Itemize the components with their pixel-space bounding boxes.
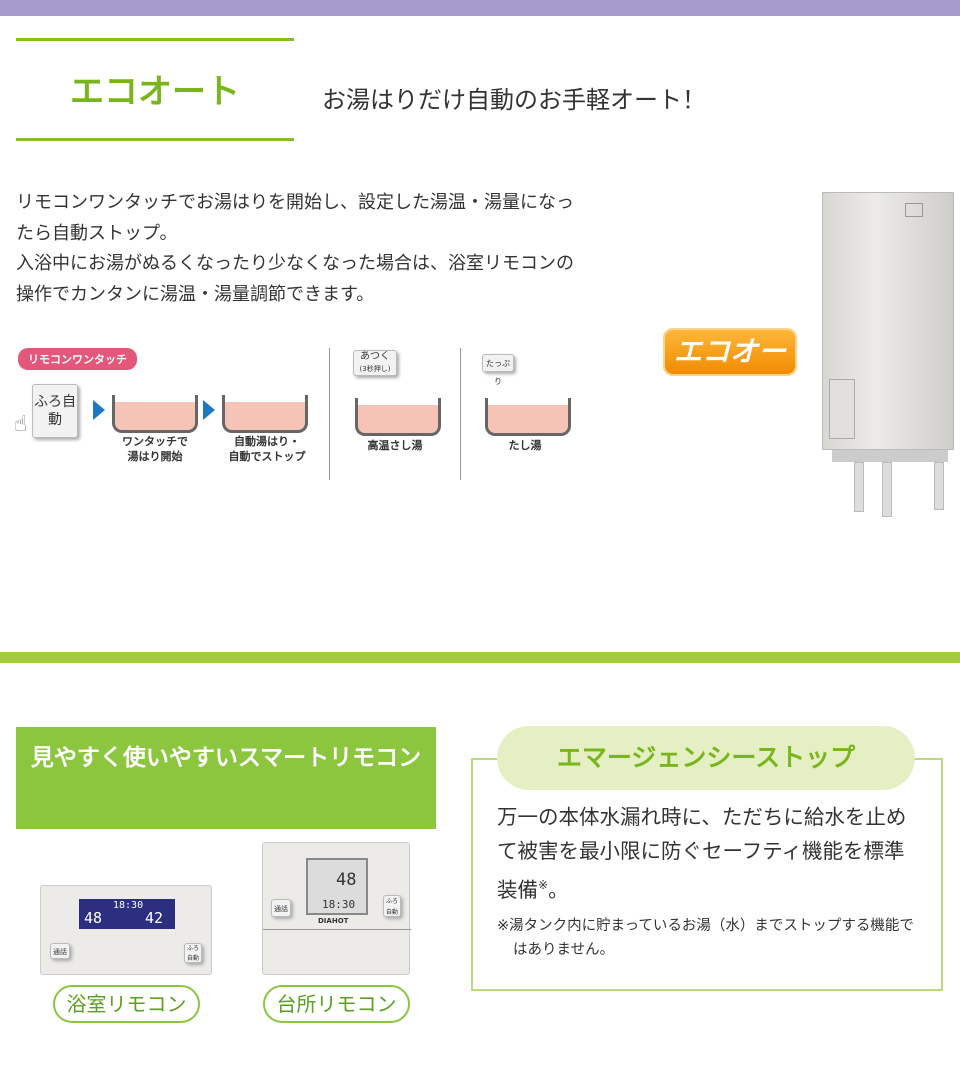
furo-auto-text: ふろ自動 [34, 394, 76, 428]
furo-auto-button-illustration: ふろ自動 [32, 384, 78, 438]
bathtub-icon [112, 395, 198, 433]
heater-panel [905, 203, 923, 217]
heater-access-panel [829, 379, 855, 439]
hot-button-subtext: (3秒押し) [359, 365, 391, 373]
kitchen-remote-label: 台所リモコン [263, 985, 410, 1023]
step-line: 自動でストップ [228, 450, 306, 463]
arrow-right-icon [93, 400, 105, 420]
step-label: 高温さし湯 [367, 439, 423, 452]
bath-auto-button: ふろ自動 [184, 943, 202, 963]
more-button-illustration: たっぷり [482, 354, 514, 386]
divider [460, 348, 461, 480]
emergency-stop-body: 万一の本体水漏れ時に、ただちに給水を止めて被害を最小限に防ぐセーフティ機能を標準… [497, 800, 917, 907]
emergency-body-end: 。 [548, 877, 569, 902]
description-line: 入浴中にお湯がぬるくなったり少なくなった場合は、浴室リモコンの [16, 253, 574, 274]
heater-legs [832, 450, 948, 517]
step-label: ワンタッチで湯はり開始 [105, 434, 205, 464]
hand-icon: ☝ [14, 412, 28, 437]
bathtub-icon [485, 398, 571, 436]
kitchen-brand: DIAHOT [318, 917, 349, 925]
eco-auto-tagline: お湯はりだけ自動のお手軽オート！ [322, 86, 706, 114]
smart-remote-heading: 見やすく使いやすいスマートリモコン [16, 727, 436, 829]
hot-button-text: あつく [360, 351, 390, 362]
kitchen-temp: 48 [336, 870, 357, 890]
bathtub-icon [355, 398, 441, 436]
bath-remote-display: 48 18:30 42 [79, 899, 175, 929]
title-rule-bottom [16, 138, 294, 141]
step-line: 湯はり開始 [127, 450, 183, 463]
description-line: たら自動ストップ。 [16, 222, 178, 244]
hot-button-illustration: あつく (3秒押し) [353, 350, 397, 376]
bath-call-button: 通話 [50, 943, 70, 959]
arrow-right-icon [203, 400, 215, 420]
bath-temp-right: 42 [145, 909, 164, 927]
section-divider [0, 652, 960, 663]
footnote-mark: ※ [538, 878, 549, 892]
eco-auto-badge: エコオート [663, 328, 797, 416]
bath-remote-label: 浴室リモコン [53, 985, 200, 1023]
emergency-body-text: 万一の本体水漏れ時に、ただちに給水を止めて被害を最小限に防ぐセーフティ機能を標準… [497, 805, 907, 902]
top-bar [0, 0, 960, 16]
divider [329, 348, 330, 480]
eco-auto-title: エコオート [70, 72, 240, 112]
description-line: 操作でカンタンに湯温・湯量調節できます。 [16, 283, 375, 305]
bath-temp-left: 48 [84, 909, 103, 927]
kitchen-call-button: 通話 [271, 899, 291, 917]
kitchen-auto-button: ふろ自動 [383, 895, 401, 917]
bath-time: 18:30 [113, 900, 144, 911]
kitchen-remote-image: 48 18:30 DIAHOT 通話 ふろ自動 [262, 842, 411, 975]
step-label: 自動湯はり・自動でストップ [212, 434, 322, 464]
bathtub-icon [222, 395, 308, 433]
eco-auto-description: リモコンワンタッチでお湯はりを開始し、設定した湯温・湯量になっ たら自動ストップ… [16, 188, 646, 310]
kitchen-time: 18:30 [322, 898, 356, 911]
step-line: ワンタッチで [122, 435, 188, 448]
title-rule-top [16, 38, 294, 41]
emergency-stop-heading: エマージェンシーストップ [497, 726, 915, 790]
emergency-stop-note: ※湯タンク内に貯まっているお湯（水）までストップする機能ではありません。 [497, 918, 914, 958]
step-line: 自動湯はり・ [234, 435, 300, 448]
kitchen-remote-display: 48 18:30 [306, 858, 368, 915]
step-label: たし湯 [508, 439, 542, 452]
description-line: リモコンワンタッチでお湯はりを開始し、設定した湯温・湯量になっ [16, 192, 574, 213]
water-heater-image [822, 192, 954, 450]
remote-one-touch-label: リモコンワンタッチ [18, 348, 137, 370]
bath-remote-image: 48 18:30 42 通話 ふろ自動 [40, 885, 212, 975]
